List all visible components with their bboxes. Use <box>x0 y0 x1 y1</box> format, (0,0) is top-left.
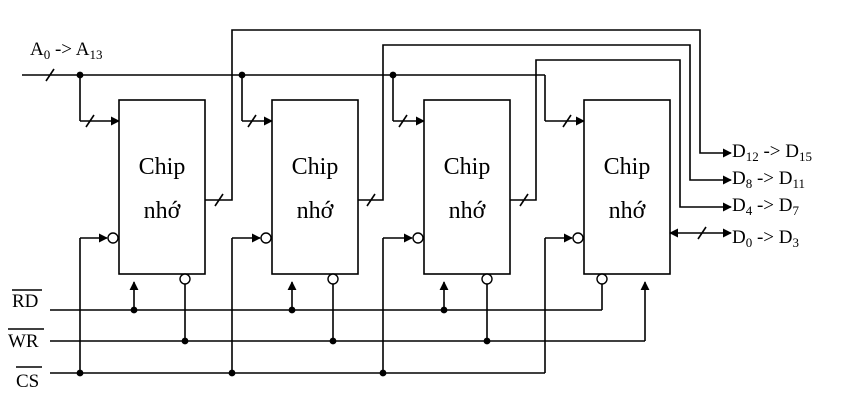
cs-signal-label: CS <box>16 371 39 392</box>
address-bus <box>22 68 585 128</box>
chip-4-subtitle: nhớ <box>609 198 646 224</box>
data-bus-d4-d7 <box>510 59 732 212</box>
address-bus-label: A0 -> A13 <box>30 39 102 62</box>
data-output-label-d8-d11: D8 -> D11 <box>732 168 805 191</box>
chip-3-title: Chip <box>444 154 491 180</box>
chip-3-subtitle: nhớ <box>449 198 486 224</box>
chip-4-title: Chip <box>604 154 651 180</box>
cs-line <box>50 232 584 377</box>
data-bus-d12-d15 <box>205 29 732 207</box>
memory-chip-1: Chip nhớ <box>118 99 206 275</box>
memory-chip-3: Chip nhớ <box>423 99 511 275</box>
memory-chip-4: Chip nhớ <box>583 99 671 275</box>
data-bus-d0-d3 <box>669 226 732 240</box>
chip-1-title: Chip <box>139 154 186 180</box>
wr-line <box>50 273 650 345</box>
data-bus-d8-d11 <box>358 44 732 207</box>
chip-2-subtitle: nhớ <box>297 198 334 224</box>
chip-1-subtitle: nhớ <box>144 198 181 224</box>
rd-line <box>50 273 608 314</box>
chip-2-title: Chip <box>292 154 339 180</box>
data-output-label-d0-d3: D0 -> D3 <box>732 227 799 250</box>
rd-signal-label: RD <box>12 291 38 312</box>
data-output-label-d12-d15: D12 -> D15 <box>732 141 812 164</box>
memory-chip-2: Chip nhớ <box>271 99 359 275</box>
data-output-label-d4-d7: D4 -> D7 <box>732 195 800 218</box>
wr-signal-label: WR <box>8 331 39 352</box>
